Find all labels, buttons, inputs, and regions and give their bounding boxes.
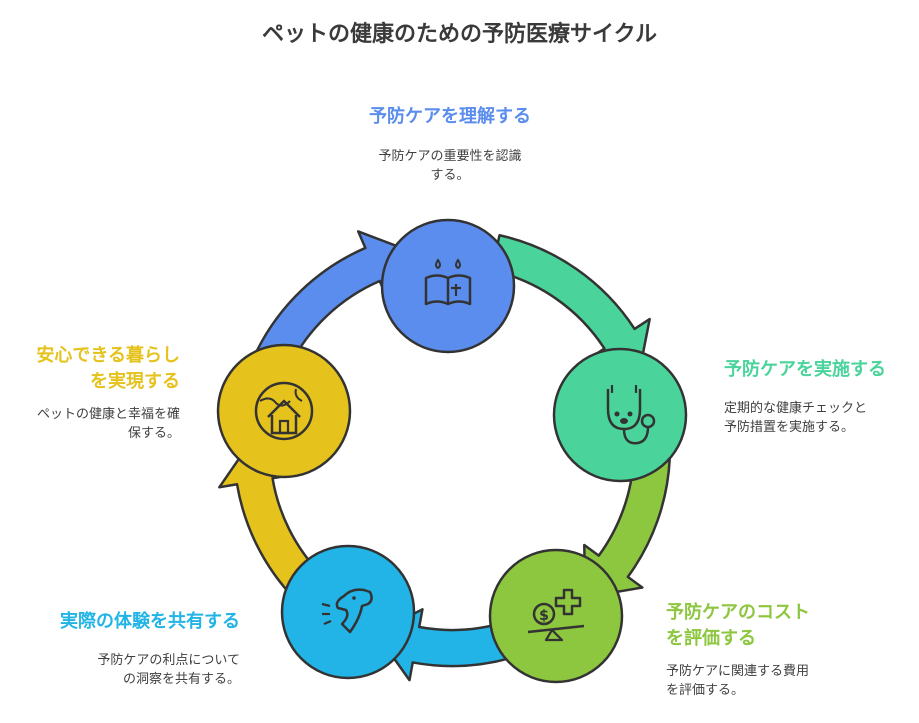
step-2-title: 予防ケアを実施する	[724, 357, 914, 383]
step-3-description: 予防ケアに関連する費用 を評価する。	[666, 662, 886, 700]
step-3-title: 予防ケアのコスト を評価する	[666, 600, 886, 652]
step-3-title-line: を評価する	[666, 628, 756, 649]
step-3-circle	[488, 548, 624, 684]
step-5-circle	[216, 343, 352, 479]
step-1-description: 予防ケアの重要性を認識 する。	[330, 147, 570, 185]
step-4-title: 実際の体験を共有する	[20, 609, 240, 635]
step-2-circle	[552, 347, 688, 483]
step-5-node	[216, 343, 352, 479]
cycle-nodes	[216, 218, 688, 684]
step-3-description-line: を評価する。	[666, 683, 745, 698]
step-2-description: 定期的な健康チェックと 予防措置を実施する。	[724, 399, 914, 437]
step-4-title-line: 実際の体験を共有する	[60, 611, 240, 632]
step-4-description: 予防ケアの利点について の洞察を共有する。	[20, 651, 240, 689]
step-3-title-line: 予防ケアのコスト	[666, 602, 810, 623]
step-2-title-line: 予防ケアを実施する	[724, 359, 886, 380]
step-1-description-line: 予防ケアの重要性を認識	[378, 149, 522, 164]
step-1-title-line: 予防ケアを理解する	[369, 106, 531, 127]
step-3-node	[488, 548, 624, 684]
step-4-node	[280, 544, 416, 680]
step-2-description-line: 予防措置を実施する。	[724, 420, 855, 435]
step-1-description-line: する。	[430, 168, 470, 183]
step-5-description: ペットの健康と幸福を確 保する。	[8, 405, 180, 443]
cycle-ring	[218, 230, 671, 682]
step-4-description-line: 予防ケアの利点について	[97, 653, 240, 668]
step-1-title: 予防ケアを理解する	[300, 104, 600, 130]
step-2-description-line: 定期的な健康チェックと	[724, 401, 868, 416]
step-5-title: 安心できる暮らし を実現する	[8, 343, 180, 395]
step-4-description-line: の洞察を共有する。	[122, 672, 240, 687]
step-3-description-line: 予防ケアに関連する費用	[666, 664, 810, 679]
step-2-node	[552, 347, 688, 483]
step-5-title-line: 安心できる暮らし	[36, 345, 180, 366]
step-1-node	[380, 218, 516, 354]
step-5-title-line: を実現する	[90, 371, 180, 392]
diagram-title: ペットの健康のための予防医療サイクル	[262, 22, 657, 47]
step-5-description-line: ペットの健康と幸福を確	[36, 407, 180, 422]
step-5-description-line: 保する。	[127, 426, 180, 441]
